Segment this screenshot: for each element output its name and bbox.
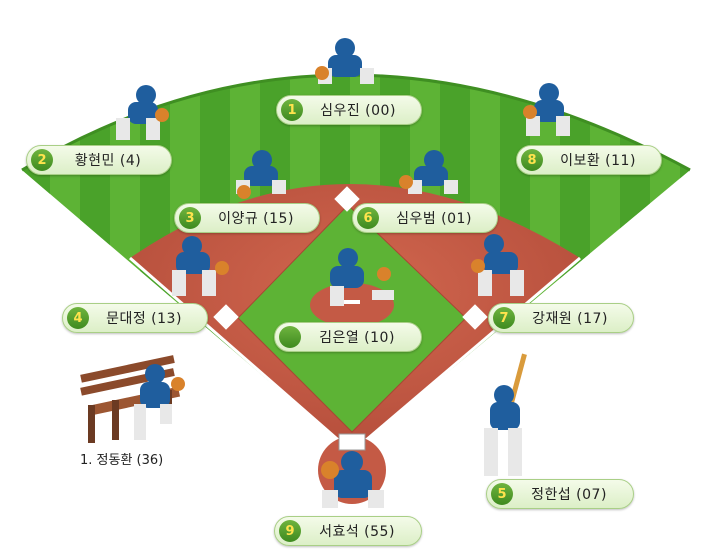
player-figure — [236, 150, 286, 199]
batter-figure — [484, 353, 527, 476]
player-figure — [315, 38, 374, 84]
position-number-badge: 6 — [357, 207, 379, 229]
position-number-badge: 5 — [491, 483, 513, 505]
player-name: 심우진 (00) — [320, 103, 396, 119]
player-figure — [172, 236, 229, 296]
position-label-7[interactable]: 7 강재원 (17) — [488, 303, 634, 333]
player-name: 정한섭 (07) — [531, 487, 607, 503]
position-label-6[interactable]: 6 심우범 (01) — [352, 203, 498, 233]
player-figure — [330, 248, 394, 306]
position-label-5[interactable]: 5 정한섭 (07) — [486, 479, 634, 509]
position-label-pitcher[interactable]: 김은열 (10) — [274, 322, 422, 352]
player-figure — [471, 234, 524, 296]
player-name: 황현민 (4) — [74, 153, 142, 169]
player-name: 서효석 (55) — [319, 524, 395, 540]
position-label-3[interactable]: 3 이양규 (15) — [174, 203, 320, 233]
pitcher-mound — [310, 283, 394, 327]
second-base — [334, 186, 360, 212]
position-number-badge: 1 — [281, 99, 303, 121]
bench-player-figure — [134, 364, 185, 440]
position-number-badge: 7 — [493, 307, 515, 329]
player-figure — [399, 150, 458, 194]
player-name: 심우범 (01) — [396, 211, 472, 227]
catcher-figure — [321, 451, 384, 508]
home-plate — [338, 433, 366, 451]
player-name: 이양규 (15) — [218, 211, 294, 227]
position-number-badge — [279, 326, 301, 348]
bench-player-label: 1. 정동환 (36) — [80, 453, 164, 468]
player-name: 강재원 (17) — [532, 311, 608, 327]
position-label-2[interactable]: 2 황현민 (4) — [26, 145, 172, 175]
position-number-badge: 8 — [521, 149, 543, 171]
position-label-8[interactable]: 8 이보환 (11) — [516, 145, 662, 175]
position-number-badge: 9 — [279, 520, 301, 542]
position-label-9[interactable]: 9 서효석 (55) — [274, 516, 422, 546]
position-label-pitcher-1[interactable]: 1 심우진 (00) — [276, 95, 422, 125]
player-name: 김은열 (10) — [319, 330, 395, 346]
position-number-badge: 2 — [31, 149, 53, 171]
first-base — [462, 304, 488, 330]
position-number-badge: 4 — [67, 307, 89, 329]
player-figure — [116, 85, 169, 140]
player-name: 문대정 (13) — [106, 311, 182, 327]
third-base — [213, 304, 239, 330]
player-figure — [523, 83, 570, 136]
position-number-badge: 3 — [179, 207, 201, 229]
position-label-4[interactable]: 4 문대정 (13) — [62, 303, 208, 333]
player-name: 이보환 (11) — [560, 153, 636, 169]
